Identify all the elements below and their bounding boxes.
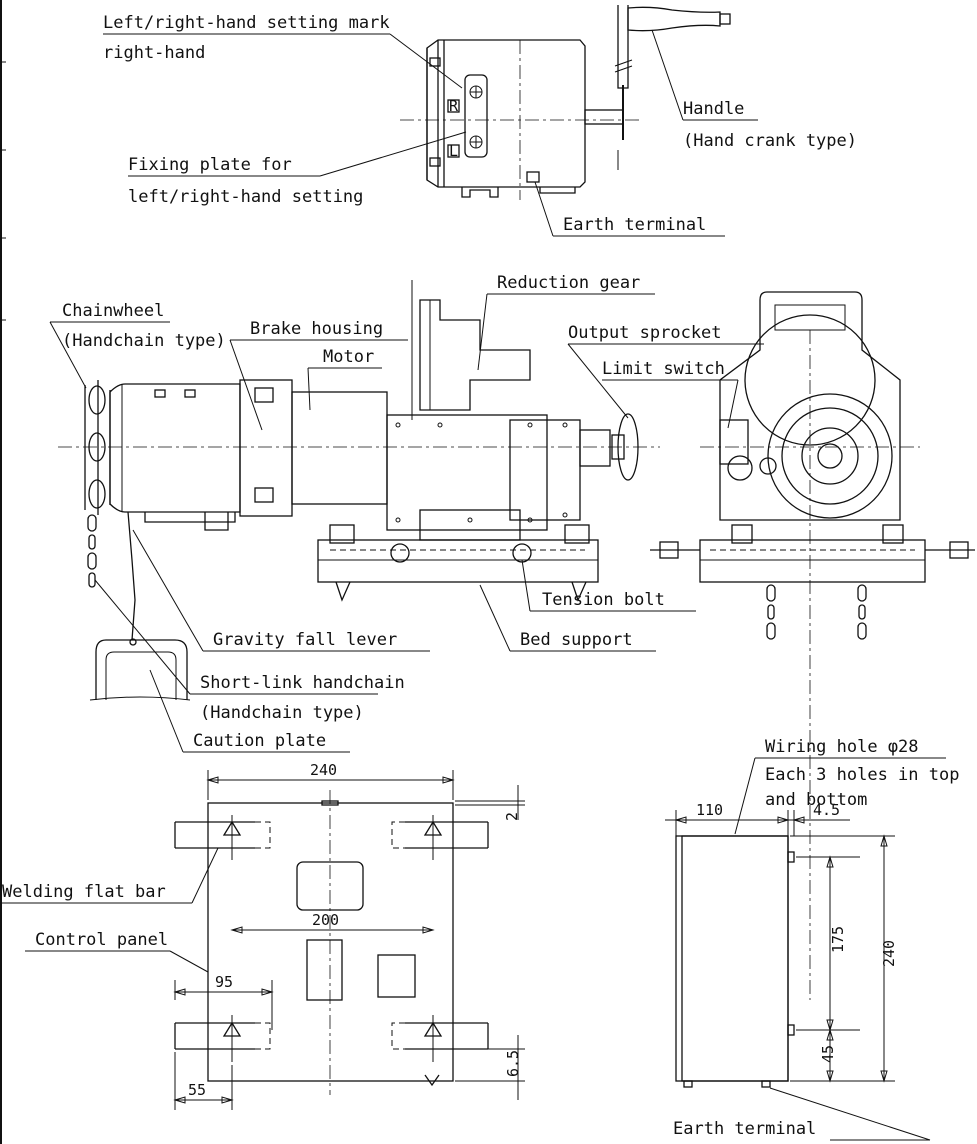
label-each-3-holes: Each 3 holes in top <box>765 765 959 785</box>
label-earth-terminal-top: Earth terminal <box>563 215 706 235</box>
label-welding-flat-bar: Welding flat bar <box>2 882 166 902</box>
hoist-front-view <box>650 291 975 1000</box>
label-limit-switch: Limit switch <box>602 359 725 379</box>
dim-4-5: 4.5 <box>813 801 840 819</box>
label-hand-crank: (Hand crank type) <box>683 131 857 151</box>
label-bed-support: Bed support <box>520 630 633 650</box>
label-control-panel: Control panel <box>35 930 168 950</box>
hoist-side-view <box>58 280 660 701</box>
label-gravity-fall-lever: Gravity fall lever <box>213 630 397 650</box>
label-motor: Motor <box>323 347 374 367</box>
label-short-link-handchain: Short-link handchain <box>200 673 405 693</box>
dim-6-5: 6.5 <box>504 1050 522 1077</box>
dim-200: 200 <box>312 911 339 929</box>
dim-110: 110 <box>696 801 723 819</box>
dim-2: 2 <box>503 812 521 821</box>
label-lr-setting-mark: Left/right-hand setting mark <box>103 13 390 33</box>
middle-labels: Reduction gear Chainwheel (Handchain typ… <box>49 273 764 753</box>
bottom-right-labels: Wiring hole φ28 Each 3 holes in top and … <box>673 737 959 1141</box>
dim-55: 55 <box>188 1081 206 1099</box>
label-handle: Handle <box>683 99 744 119</box>
label-brake-housing: Brake housing <box>250 319 383 339</box>
label-chainwheel: Chainwheel <box>62 301 164 321</box>
hand-chain <box>87 514 97 588</box>
label-reduction-gear: Reduction gear <box>497 273 640 293</box>
label-wiring-hole: Wiring hole φ28 <box>765 737 919 757</box>
dim-240-top: 240 <box>310 761 337 779</box>
label-fixing-plate-2: left/right-hand setting <box>128 187 363 207</box>
label-handchain-type-1: (Handchain type) <box>62 331 226 351</box>
label-earth-terminal-bottom: Earth terminal <box>673 1119 816 1139</box>
bottom-left-labels: Welding flat bar Control panel <box>2 847 219 973</box>
panel-side-view: 110 4.5 175 45 240 <box>665 801 898 1088</box>
panel-letter-l: L <box>449 142 458 160</box>
top-labels: Left/right-hand setting mark right-hand … <box>103 13 857 237</box>
dim-240-side: 240 <box>880 940 898 967</box>
label-right-hand: right-hand <box>103 43 205 63</box>
dim-45: 45 <box>819 1045 837 1063</box>
dim-95: 95 <box>215 973 233 991</box>
label-and-bottom: and bottom <box>765 790 867 810</box>
panel-front-view: 240 2 200 95 6.5 55 <box>173 761 525 1110</box>
label-caution-plate: Caution plate <box>193 731 326 751</box>
sheet-border-marks <box>0 0 6 1144</box>
label-tension-bolt: Tension bolt <box>542 590 665 610</box>
dim-175: 175 <box>829 926 847 953</box>
label-fixing-plate-1: Fixing plate for <box>128 155 292 175</box>
label-handchain-type-2: (Handchain type) <box>200 703 364 723</box>
label-output-sprocket: Output sprocket <box>568 323 722 343</box>
panel-letter-r: R <box>449 97 459 115</box>
switch-box-top-view: R L <box>400 5 731 200</box>
